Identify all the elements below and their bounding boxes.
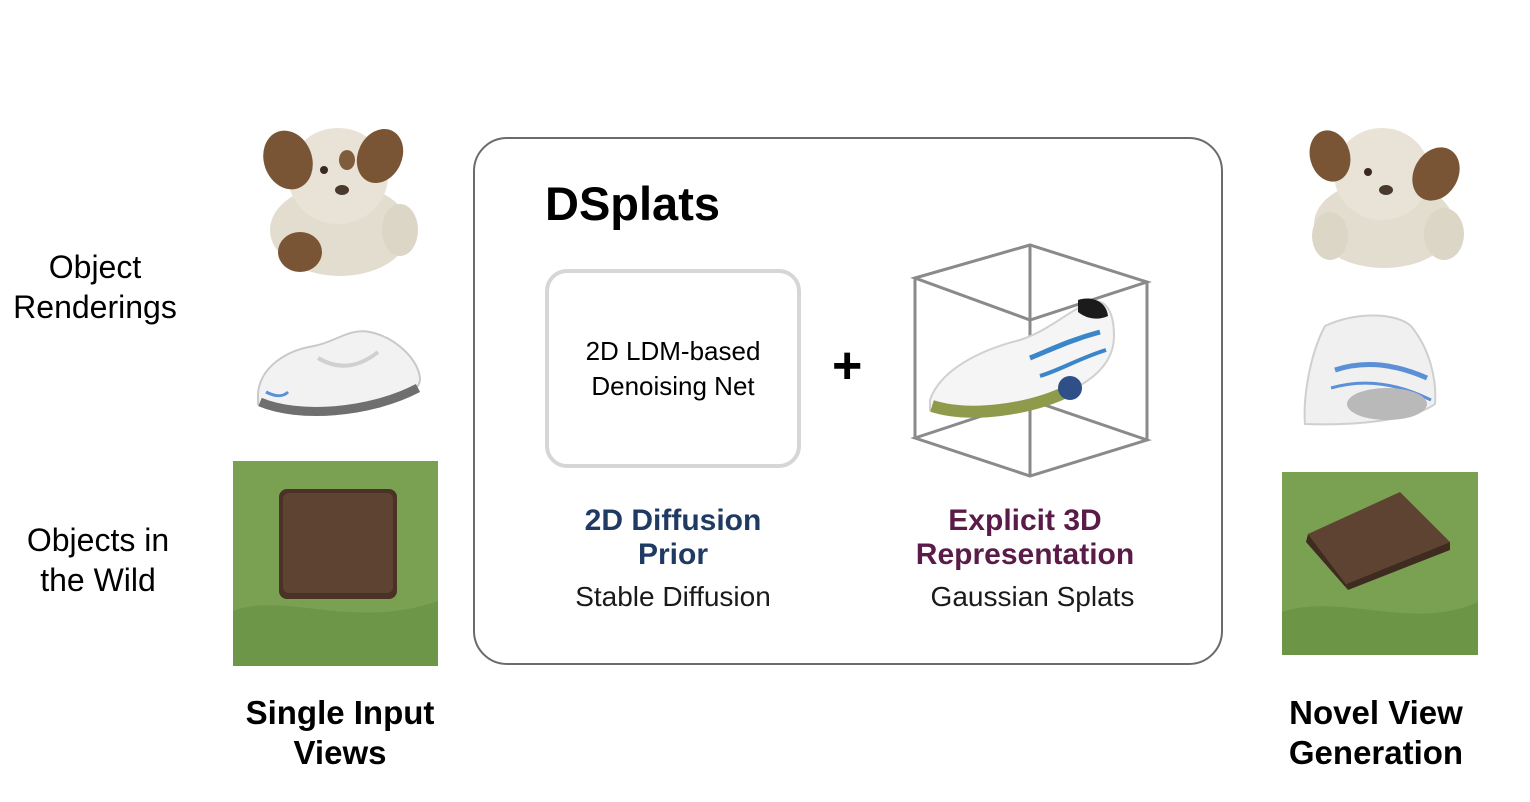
plus-sign: + (832, 337, 863, 395)
dsplats-panel (473, 137, 1223, 665)
explicit-3d-title: Explicit 3D Representation (880, 504, 1170, 572)
label-novel-view-generation: Novel View Generation (1246, 693, 1506, 773)
input-sneaker-image (257, 330, 422, 416)
denoising-net-box: 2D LDM-based Denoising Net (545, 269, 801, 468)
explicit-3d-subtitle: Gaussian Splats (930, 581, 1135, 612)
splat-sneaker-image (929, 298, 1116, 418)
label-object-renderings: Object Renderings (0, 247, 195, 327)
output-plush-dog-image (1309, 128, 1464, 268)
label-object-renderings-line1: Object (48, 249, 142, 285)
diffusion-prior-subtitle: Stable Diffusion (575, 581, 771, 612)
input-plush-dog-image (263, 128, 418, 276)
output-wallet-image (1282, 472, 1478, 655)
input-wallet-image (233, 461, 438, 666)
diffusion-prior-title-line1: 2D Diffusion (584, 504, 762, 537)
explicit-3d-title-line2: Representation (915, 538, 1135, 571)
diffusion-prior-title-line2: Prior (637, 538, 709, 571)
panel-title: DSplats (545, 177, 720, 230)
label-single-input-views: Single Input Views (210, 693, 470, 773)
label-objects-in-wild-line1: Objects in (26, 522, 170, 558)
label-single-input-views-line1: Single Input (245, 694, 435, 731)
wireframe-cube-icon (910, 243, 1152, 478)
label-novel-view-generation-line1: Novel View (1289, 694, 1463, 731)
output-sneaker-image (1303, 314, 1437, 426)
label-object-renderings-line2: Renderings (13, 289, 177, 325)
net-label-line1: 2D LDM-based (585, 335, 761, 366)
label-objects-in-wild: Objects in the Wild (0, 520, 198, 600)
diffusion-prior-title: 2D Diffusion Prior (545, 504, 801, 572)
net-label-line2: Denoising Net (591, 370, 755, 401)
label-single-input-views-line2: Views (293, 734, 387, 771)
label-novel-view-generation-line2: Generation (1288, 734, 1464, 771)
explicit-3d-title-line1: Explicit 3D (948, 504, 1102, 537)
label-objects-in-wild-line2: the Wild (40, 562, 156, 598)
